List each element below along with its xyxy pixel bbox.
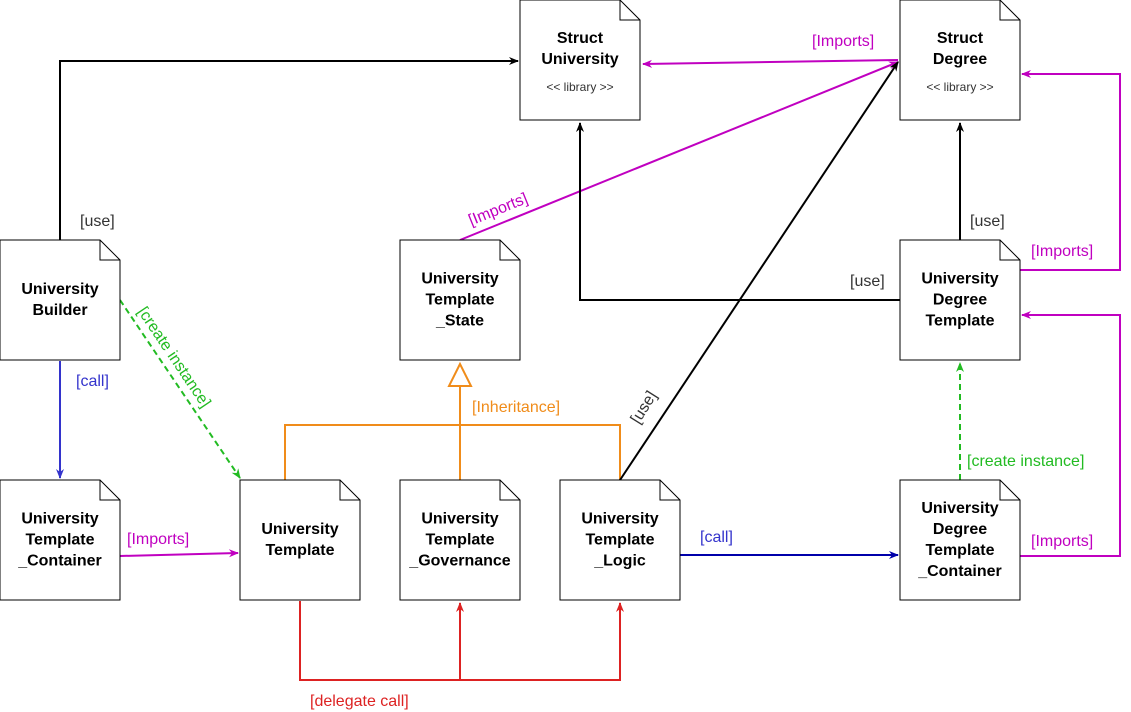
label-degree-template-use-university: [use] xyxy=(850,273,885,290)
edge-container-imports-template xyxy=(119,549,239,558)
node-fold xyxy=(999,0,1020,21)
node-title-line: Template xyxy=(925,313,994,330)
label-logic-call: [call] xyxy=(700,529,733,546)
node-title-line: _Logic xyxy=(593,553,646,570)
node-shape xyxy=(0,239,121,361)
node-title-line: University xyxy=(421,511,498,528)
node-fold xyxy=(619,0,640,21)
node-shape xyxy=(399,479,521,601)
node-title-line: Builder xyxy=(32,302,87,319)
node-fold xyxy=(99,480,120,501)
node-shape xyxy=(899,239,1021,361)
node-title-line: Struct xyxy=(937,30,984,47)
edge-degree-template-imports-struct-degree xyxy=(1020,70,1121,271)
node-title-line: Template xyxy=(585,532,654,549)
node-title-line: _Container xyxy=(17,553,102,570)
edge-logic-use-struct-degree xyxy=(619,61,899,481)
label-degree-template-imports: [Imports] xyxy=(1031,243,1093,260)
node-title-line: _Container xyxy=(917,563,1002,580)
node-shape xyxy=(899,479,1021,601)
node-fold xyxy=(99,240,120,261)
edge-builder-use-struct-university xyxy=(59,57,519,240)
node-shape xyxy=(0,479,121,601)
node-fold xyxy=(499,480,520,501)
inheritance-arrowhead xyxy=(447,361,473,387)
node-shape xyxy=(559,479,681,601)
node-shape xyxy=(519,0,641,121)
label-degree-to-university-imports: [Imports] xyxy=(812,33,874,50)
edge-builder-create-instance-template xyxy=(119,299,241,479)
node-fold xyxy=(499,240,520,261)
node-title-line: Struct xyxy=(557,30,604,47)
node-title-line: Degree xyxy=(933,292,987,309)
node-fold xyxy=(999,480,1020,501)
label-builder-create-instance: [create instance] xyxy=(134,304,214,411)
node-title-line: Degree xyxy=(933,51,987,68)
label-inheritance: [Inheritance] xyxy=(472,399,560,416)
node-stereotype: << library >> xyxy=(546,80,613,94)
node-shape xyxy=(239,479,361,601)
label-degree-template-use-degree: [use] xyxy=(970,213,1005,230)
label-logic-use: [use] xyxy=(628,388,661,426)
label-container-imports: [Imports] xyxy=(127,531,189,548)
node-title-line: University xyxy=(921,271,998,288)
node-title-line: University xyxy=(581,511,658,528)
node-title-line: _State xyxy=(435,313,484,330)
node-title-line: University xyxy=(541,51,618,68)
edge-degree-imports-struct-university xyxy=(642,59,899,68)
label-degree-container-imports: [Imports] xyxy=(1031,533,1093,550)
node-title-line: Template xyxy=(425,532,494,549)
node-shape xyxy=(899,0,1021,121)
node-title-line: University xyxy=(921,500,998,517)
node-title-line: Template xyxy=(265,542,334,559)
label-degree-create-instance: [create instance] xyxy=(967,453,1084,470)
node-title-line: Degree xyxy=(933,521,987,538)
node-title-line: University xyxy=(21,281,98,298)
label-builder-call: [call] xyxy=(76,373,109,390)
node-title-line: Template xyxy=(925,542,994,559)
node-stereotype: << library >> xyxy=(926,80,993,94)
label-builder-use: [use] xyxy=(80,213,115,230)
edge-degree-container-imports-degree-template xyxy=(1020,311,1121,557)
node-title-line: _Governance xyxy=(408,553,510,570)
node-title-line: University xyxy=(261,521,338,538)
edge-labels: [use] [Imports] [Imports] [use] [use] [I… xyxy=(76,33,1093,710)
node-shape xyxy=(399,239,521,361)
node-fold xyxy=(659,480,680,501)
node-fold xyxy=(999,240,1020,261)
node-fold xyxy=(339,480,360,501)
edge-degree-template-use-struct-university xyxy=(576,122,900,301)
node-title-line: Template xyxy=(425,292,494,309)
edge-inheritance xyxy=(284,386,621,480)
node-title-line: Template xyxy=(25,532,94,549)
edges xyxy=(56,57,1121,681)
node-title-line: University xyxy=(21,511,98,528)
label-delegate-call: [delegate call] xyxy=(310,693,409,710)
edge-state-imports-struct-degree xyxy=(459,61,899,241)
node-title-line: University xyxy=(421,271,498,288)
